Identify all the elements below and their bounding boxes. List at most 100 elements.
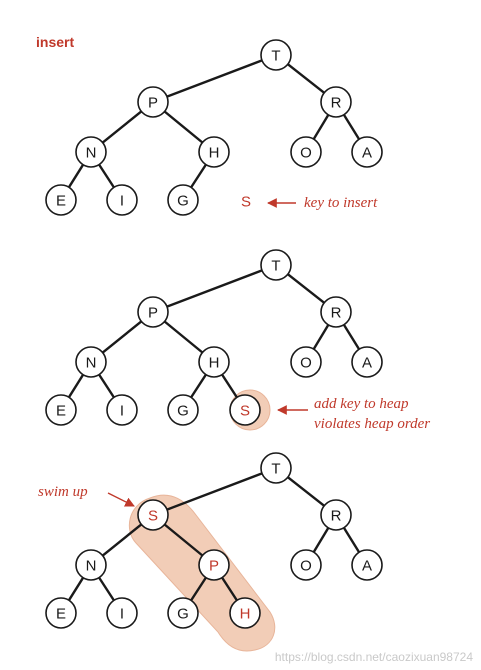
node-circle [290,549,322,581]
node-label: S [240,403,250,420]
add-key-note-line-1: add key to heap [314,396,409,412]
tree-node-t: T [260,39,292,71]
node-circle [106,394,138,426]
edge-r-a [342,526,361,554]
edge-t-r [286,273,326,304]
node-circle [167,394,199,426]
swim-up-note: swim up [38,484,88,500]
edge-n-i [97,163,116,189]
swim-up-arrow [107,492,135,507]
node-circle [320,499,352,531]
edge-s-n [101,523,143,557]
edge-h-g [189,163,208,189]
node-circle [198,136,230,168]
node-label: N [86,355,97,372]
edge-n-e [67,163,85,189]
node-label: A [362,355,372,372]
tree-node-n: N [75,549,107,581]
node-label: T [271,48,280,65]
tree-node-g: G [167,184,199,216]
tree-node-t: T [260,452,292,484]
tree-node-h: H [198,346,230,378]
node-label: G [177,193,189,210]
node-circle [260,452,292,484]
node-label: P [209,558,219,575]
edge-s-p [163,523,204,557]
node-circle [167,597,199,629]
node-label: H [209,145,220,162]
add-key-note-line-2: violates heap order [314,416,430,432]
edge-h-g [189,373,208,399]
node-circle [290,346,322,378]
edge-p-h [163,110,204,144]
tree-node-e: E [45,597,77,629]
node-label: G [177,606,189,623]
tree-node-r: R [320,499,352,531]
edge-t-p [165,269,264,308]
edge-r-o [312,323,330,351]
node-circle [45,597,77,629]
tree-node-o: O [290,136,322,168]
node-label: G [177,403,189,420]
tree-node-s: S [137,499,169,531]
node-label: T [271,258,280,275]
node-circle [260,39,292,71]
node-circle [137,86,169,118]
tree-node-p: P [137,86,169,118]
node-circle [351,346,383,378]
node-circle [229,597,261,629]
node-circle [320,86,352,118]
edge-n-i [97,576,116,602]
node-label: P [148,305,158,322]
edge-r-a [342,113,361,141]
node-label: I [120,606,124,623]
edge-h-s [220,373,239,399]
node-circle [229,394,261,426]
node-circle [45,184,77,216]
edge-r-o [312,526,330,554]
node-circle [137,296,169,328]
tree-node-a: A [351,549,383,581]
node-label: I [120,193,124,210]
tree-node-r: R [320,86,352,118]
tree-node-p: P [198,549,230,581]
node-label: O [300,558,312,575]
tree-node-s: S [229,394,261,426]
tree-node-r: R [320,296,352,328]
edge-t-r [286,476,326,507]
tree-node-g: G [167,597,199,629]
node-circle [75,136,107,168]
edge-t-p [165,59,264,98]
tree-node-i: I [106,597,138,629]
edge-n-e [67,576,85,602]
tree-node-a: A [351,346,383,378]
edge-t-s [165,472,264,511]
loose-key-label: S [241,194,251,211]
node-label: I [120,403,124,420]
node-circle [198,549,230,581]
edge-p-g [189,576,208,602]
node-circle [45,394,77,426]
node-label: O [300,355,312,372]
node-circle [320,296,352,328]
node-label: E [56,606,66,623]
tree-node-i: I [106,184,138,216]
node-label: E [56,193,66,210]
tree-node-g: G [167,394,199,426]
node-label: T [271,461,280,478]
tree-node-o: O [290,346,322,378]
node-circle [290,136,322,168]
node-label: R [331,305,342,322]
edge-p-n [101,110,143,144]
edge-p-n [101,320,143,354]
node-label: E [56,403,66,420]
node-circle [106,597,138,629]
node-circle [75,346,107,378]
node-circle [106,184,138,216]
node-label: A [362,145,372,162]
edge-r-a [342,323,361,351]
node-circle [137,499,169,531]
watermark-url: https://blog.csdn.net/caozixuan98724 [274,650,473,664]
